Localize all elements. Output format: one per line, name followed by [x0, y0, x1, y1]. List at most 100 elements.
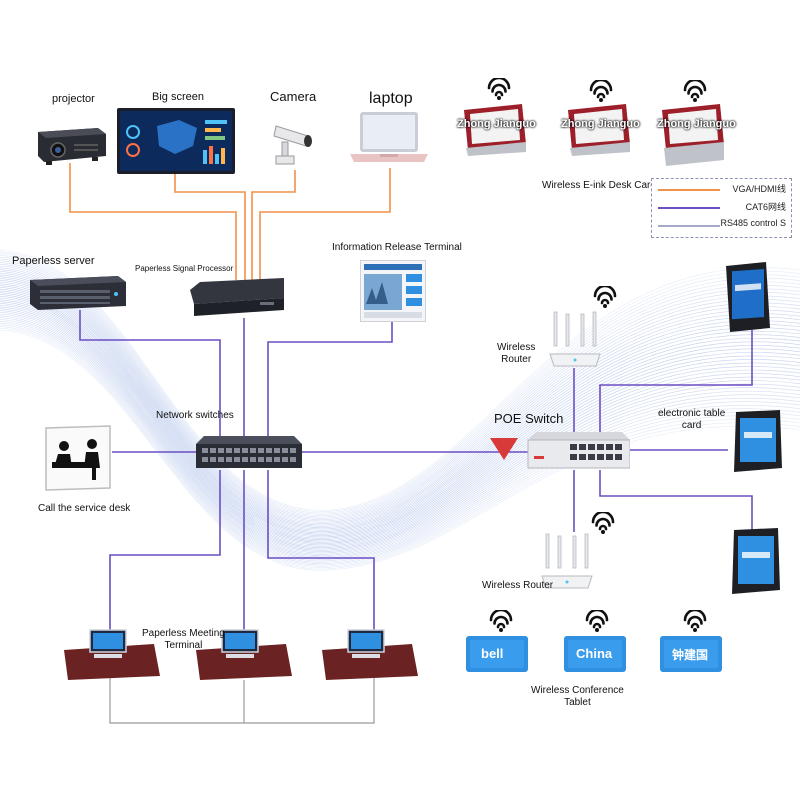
wave-line: [0, 249, 800, 511]
wifi-icon: [683, 80, 707, 102]
camera-icon: [273, 125, 312, 165]
legend-row-vga: VGA/HDMI线: [658, 182, 786, 196]
wave-line: [0, 256, 800, 516]
tablet-icon: [564, 636, 626, 672]
table-card-icon: [734, 410, 782, 472]
wave-line: [0, 281, 800, 535]
wave-line: [0, 265, 800, 523]
wifi-arc: [585, 610, 609, 622]
wave-line: [0, 294, 800, 544]
wave-line: [0, 306, 800, 553]
legend-label-rs485: RS485 control S: [720, 218, 786, 228]
wave-line: [0, 269, 800, 525]
wave-line: [0, 272, 800, 528]
vga-line-bigscreen: [174, 172, 246, 280]
wifi-arc: [494, 90, 504, 97]
signal-processor-icon: [190, 278, 284, 316]
label-meeting-terminal: Paperless Meeting Terminal: [142, 628, 225, 651]
wave-line: [0, 310, 800, 556]
vga-hdmi-lines: [69, 163, 391, 280]
wifi-dot: [693, 628, 697, 632]
wifi-arc: [493, 615, 509, 625]
meeting-terminal-icon: [322, 629, 418, 680]
terminal-bracket: [109, 678, 375, 724]
wifi-dot: [599, 98, 603, 102]
wifi-arc: [591, 512, 615, 524]
wifi-arc: [683, 80, 707, 92]
wave-line: [0, 274, 800, 529]
legend-label-cat6: CAT6网线: [745, 202, 786, 212]
wifi-arc: [690, 622, 700, 629]
wifi-dot: [497, 96, 501, 100]
table-card-icon: [732, 528, 780, 594]
wifi-dot: [499, 628, 503, 632]
wifi-arc: [596, 92, 606, 99]
wifi-arc: [487, 78, 511, 90]
poe-indicator-icon: [490, 438, 518, 460]
wave-line: [0, 311, 800, 557]
legend-row-cat6: CAT6网线: [658, 200, 786, 214]
eink-card-name: Zhong Jianguo: [561, 118, 640, 130]
service-desk-icon: [45, 425, 111, 491]
wifi-arc: [597, 291, 613, 301]
wave-line: [0, 283, 800, 536]
wifi-arc: [589, 615, 605, 625]
wifi-icon: [589, 80, 613, 102]
wifi-arc: [593, 286, 617, 298]
wifi-dot: [693, 98, 697, 102]
legend-swatch-cat6: [658, 207, 720, 209]
wifi-arc: [683, 610, 707, 622]
wave-line: [0, 276, 800, 531]
wifi-arc: [687, 85, 703, 95]
vga-line-projector: [69, 163, 237, 280]
meeting-terminal-icon: [64, 629, 160, 680]
cat6-server-switch: [79, 310, 221, 436]
meeting-terminal-icon: [196, 629, 292, 680]
eink-card-icon: [662, 104, 724, 166]
wave-line: [0, 315, 800, 560]
label-signal-processor: Paperless Signal Processor: [135, 264, 234, 273]
label-network-switches: Network switches: [156, 410, 234, 421]
label-wireless-eink-desk-card: Wireless E-ink Desk Card: [542, 180, 656, 191]
laptop-icon: [350, 112, 428, 162]
label-info-release-terminal: Information Release Terminal: [332, 242, 462, 253]
wifi-arc: [489, 610, 513, 622]
wave-line: [0, 299, 800, 548]
label-wireless-router-bottom: Wireless Router: [482, 580, 554, 591]
wifi-arc: [589, 80, 613, 92]
wave-line: [0, 278, 800, 532]
eink-card-icon: [464, 104, 526, 156]
wifi-icon: [591, 512, 615, 534]
wifi-arc: [600, 298, 610, 305]
label-wireless-conference-tablet: Wireless Conference Tablet: [531, 685, 624, 708]
wifi-arc: [491, 83, 507, 93]
label-paperless-server: Paperless server: [12, 255, 95, 267]
wave-line: [0, 301, 800, 549]
eink-card-icon: [568, 104, 630, 156]
label-camera: Camera: [270, 89, 317, 104]
label-electronic-table-card: electronic table card: [658, 408, 726, 431]
wave-line: [0, 255, 800, 515]
wave-line: [0, 292, 800, 543]
wave-line: [0, 297, 800, 547]
wifi-arc: [592, 622, 602, 629]
tablet-text: bell: [481, 646, 504, 661]
legend-swatch-rs485: [658, 225, 720, 227]
tablet-text: 钟建国: [672, 648, 709, 662]
wifi-icon: [683, 610, 707, 632]
poe-switch-icon: [527, 432, 630, 469]
wifi-icon: [487, 78, 511, 100]
cat6-poe-card-1: [599, 330, 753, 432]
cat6-lines: [79, 310, 753, 633]
wave-line: [0, 287, 800, 539]
cat6-poe-card-3: [599, 470, 753, 530]
label-poe-switch: POE Switch: [494, 411, 564, 426]
wave-line: [0, 303, 800, 551]
wave-line: [0, 279, 800, 533]
label-projector: projector: [52, 93, 95, 105]
wifi-dot: [603, 304, 607, 308]
wave-line: [0, 253, 800, 513]
wifi-dot: [595, 628, 599, 632]
